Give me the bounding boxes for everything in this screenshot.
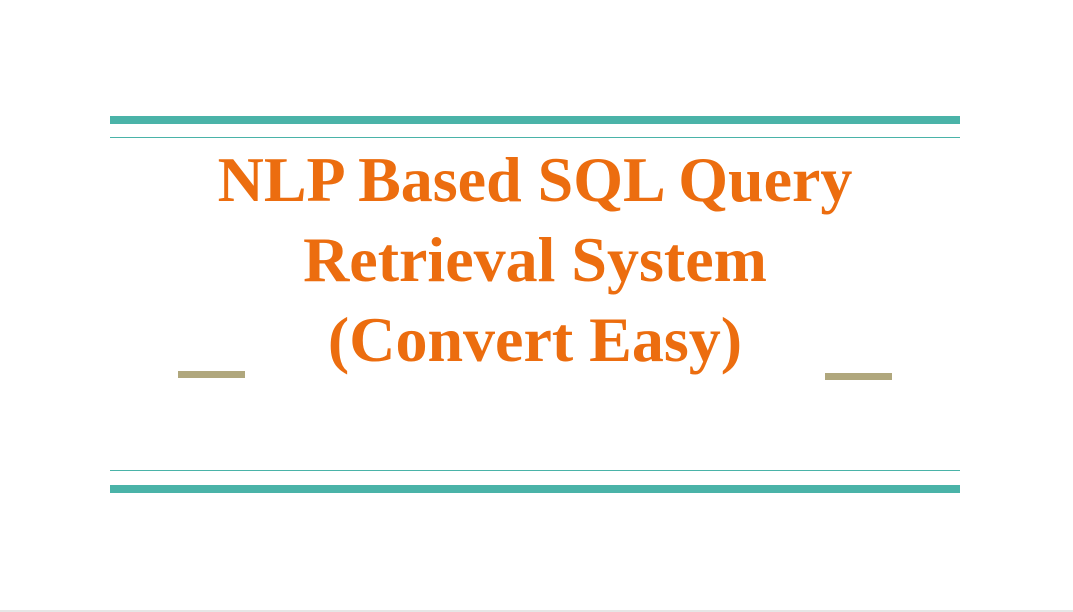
title-line-1: NLP Based SQL Query [217, 144, 853, 215]
bottom-thick-rule [110, 485, 960, 493]
bottom-thin-rule [110, 470, 960, 471]
slide-title: NLP Based SQL Query Retrieval System (Co… [110, 140, 960, 380]
title-line-2: Retrieval System [303, 224, 767, 295]
title-line-3: (Convert Easy) [327, 304, 743, 375]
top-thick-rule [110, 116, 960, 124]
right-accent-dash [825, 373, 892, 380]
top-thin-rule [110, 137, 960, 138]
left-accent-dash [178, 371, 245, 378]
slide-bottom-edge [0, 610, 1073, 612]
